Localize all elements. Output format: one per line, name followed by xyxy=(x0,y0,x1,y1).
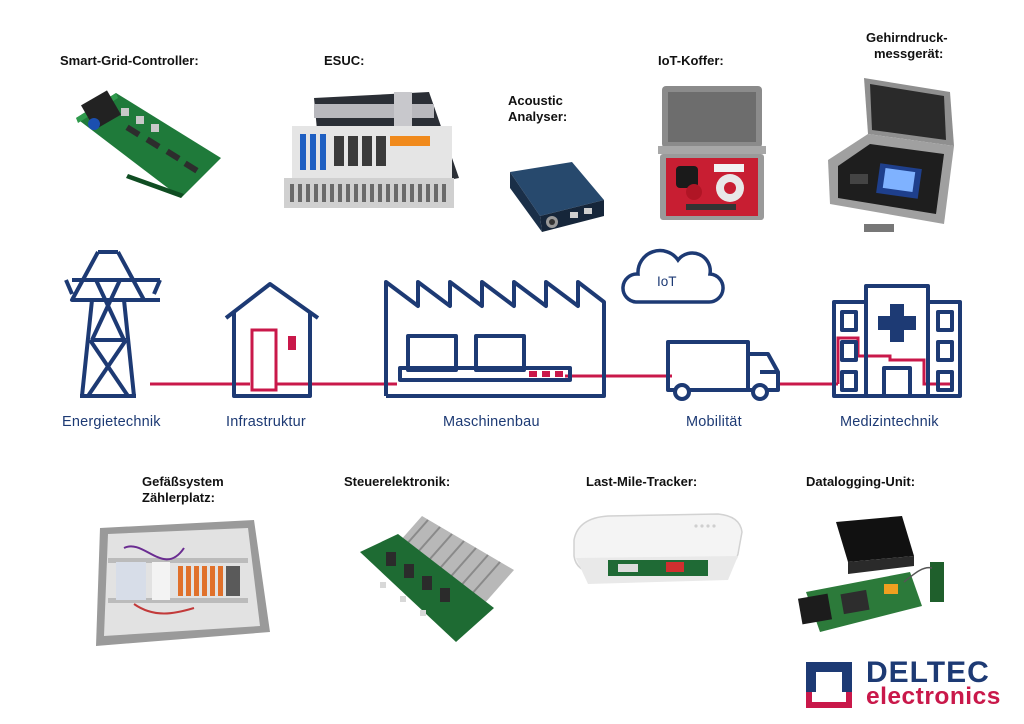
smart-grid-controller-image xyxy=(66,88,226,203)
factory-icon xyxy=(384,280,606,398)
last-mile-tracker-image xyxy=(568,510,746,590)
category-infrastruktur: Infrastruktur xyxy=(226,414,306,430)
logo-wordmark: DELTEC xyxy=(866,656,990,689)
product-label-datalogging-unit: Datalogging-Unit: xyxy=(806,474,916,489)
product-label-gehirndruckmessgeraet: Gehirndruck- messgerät: xyxy=(866,30,948,61)
hospital-icon xyxy=(832,284,962,398)
cloud-label: IoT xyxy=(657,274,677,289)
product-label-acoustic-analyser: Acoustic Analyser: xyxy=(508,93,568,124)
logo-subtitle: electronics xyxy=(866,683,1001,710)
product-label-esuc: ESUC: xyxy=(324,53,365,68)
connection-line xyxy=(150,328,950,386)
datalogging-unit-image xyxy=(792,512,952,642)
category-maschinenbau: Maschinenbau xyxy=(443,414,540,430)
esuc-image xyxy=(284,86,464,218)
truck-icon xyxy=(666,340,780,401)
product-label-last-mile-tracker: Last-Mile-Tracker: xyxy=(586,474,698,489)
acoustic-analyser-image xyxy=(500,160,610,240)
product-label-gefaesssystem-zaehlerplatz: Gefäßsystem Zählerplatz: xyxy=(142,474,224,505)
gehirndruckmessgeraet-image xyxy=(824,74,964,240)
cloud-icon xyxy=(621,248,725,304)
category-energietechnik: Energietechnik xyxy=(62,414,161,430)
category-medizintechnik: Medizintechnik xyxy=(840,414,939,430)
category-mobilitaet: Mobilität xyxy=(686,414,742,430)
power-pylon-icon xyxy=(64,250,162,398)
product-label-smart-grid-controller: Smart-Grid-Controller: xyxy=(60,53,199,68)
product-label-steuerelektronik: Steuerelektronik: xyxy=(344,474,451,489)
product-label-iot-koffer: IoT-Koffer: xyxy=(658,53,724,68)
iot-koffer-image xyxy=(656,84,768,224)
steuerelektronik-image xyxy=(356,512,516,646)
gefaesssystem-zaehlerplatz-image xyxy=(94,518,272,648)
deltec-logo-icon xyxy=(806,662,852,708)
house-icon xyxy=(224,282,320,398)
